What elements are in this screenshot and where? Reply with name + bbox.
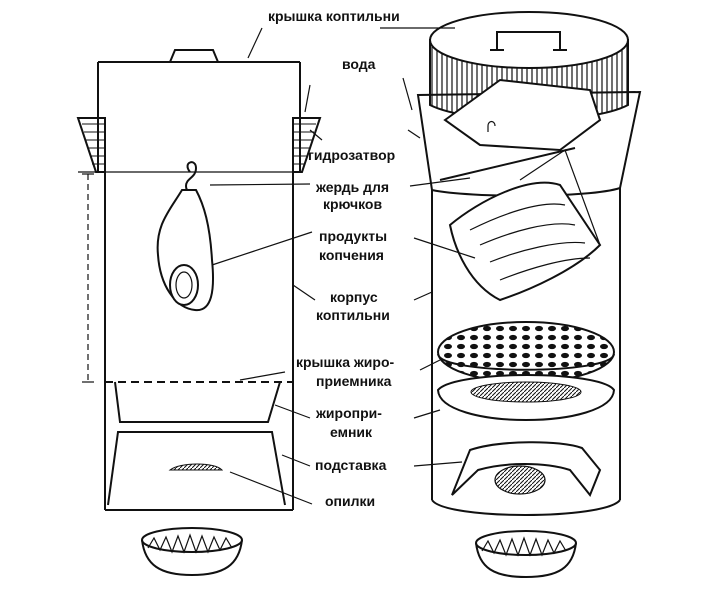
grease-tray <box>114 381 281 423</box>
product-3d-texture <box>469 203 591 281</box>
label-body-2: коптильни <box>316 307 390 323</box>
fire-pot-left-bowl <box>141 539 243 577</box>
label-products-2: копчения <box>319 247 384 263</box>
leader-grease-lid-right <box>419 359 441 371</box>
leader-stand-right <box>413 461 463 467</box>
labels: крышка коптильни вода гидрозатвор жердь … <box>268 8 400 509</box>
grease-tray-lid-3d <box>437 321 615 383</box>
label-water: вода <box>342 56 376 72</box>
hanging-product-3d <box>448 181 602 302</box>
label-water-seal: гидрозатвор <box>308 147 395 163</box>
label-pole-1: жердь для <box>315 179 389 195</box>
sawdust-3d <box>494 465 546 495</box>
leader-products-right <box>413 237 476 259</box>
label-body-1: корпус <box>330 289 378 305</box>
leader-products-left <box>211 231 313 266</box>
hook-3d <box>487 120 496 132</box>
leader-grease-lid-left <box>239 371 286 381</box>
label-grease-tray-1: жиропри- <box>315 405 382 421</box>
fire-flames-left <box>147 533 233 554</box>
fire-pot-right-bowl <box>475 542 577 579</box>
leader-pole-left <box>209 183 311 186</box>
leader-pole-right <box>409 177 471 187</box>
leader-body-left <box>292 284 316 301</box>
stand-3d <box>451 441 602 497</box>
label-grease-lid-1: крышка жиро- <box>296 354 395 370</box>
lid-handle <box>169 49 219 63</box>
leader-sawdust <box>229 471 313 505</box>
lid-3d-top <box>429 11 629 69</box>
stand <box>107 431 286 506</box>
leader-seal-right <box>407 129 421 139</box>
lid-3d-handle <box>496 31 561 50</box>
leader-body-right <box>413 291 433 301</box>
label-lid: крышка коптильни <box>268 8 400 24</box>
label-sawdust: опилки <box>325 493 375 509</box>
left-section-view <box>76 49 322 577</box>
lid-cutaway <box>443 78 602 152</box>
fire-flames-right <box>481 536 567 557</box>
leader-stand-left <box>281 454 311 467</box>
leader-water-left <box>304 84 311 113</box>
hook-pole-3d <box>439 147 576 181</box>
sawdust <box>168 463 224 471</box>
right-3d-view <box>416 11 642 579</box>
label-grease-lid-2: приемника <box>316 373 392 389</box>
label-products-1: продукты <box>319 228 387 244</box>
body-3d-bottom <box>431 499 621 516</box>
label-grease-tray-2: емник <box>330 424 373 440</box>
label-pole-2: крючков <box>323 196 382 212</box>
leader-water-right <box>402 77 413 111</box>
water-seal-trough-right <box>292 117 322 173</box>
leader-lines <box>209 27 476 505</box>
label-stand: подставка <box>315 457 387 473</box>
leader-seal-left <box>309 129 323 141</box>
product-bone <box>169 264 199 306</box>
product-3d-string <box>519 149 601 246</box>
leader-tray-left <box>274 404 311 419</box>
hook <box>184 161 198 194</box>
grease-tray-lid-3d-edge <box>437 353 615 371</box>
leader-lid-left <box>247 27 263 59</box>
leader-tray-right <box>413 409 441 419</box>
